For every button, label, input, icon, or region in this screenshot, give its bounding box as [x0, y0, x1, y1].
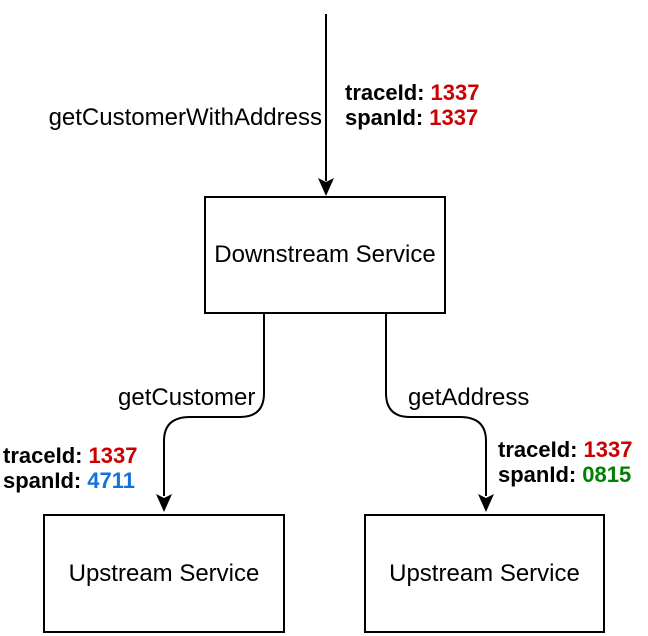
edge-address-line [385, 314, 487, 496]
trace-id-value: 1337 [88, 443, 138, 468]
node-downstream-service-label: Downstream Service [214, 241, 436, 268]
node-downstream-service: Downstream Service [204, 196, 446, 314]
node-upstream-service-left: Upstream Service [43, 514, 285, 633]
edge-label-get-customer-with-address: getCustomerWithAddress [48, 104, 322, 131]
span-id-value: 0815 [582, 462, 632, 487]
annotation-customer-span-line: spanId:4711 [3, 468, 137, 493]
span-id-key: spanId: [345, 105, 424, 130]
trace-id-value: 1337 [583, 437, 633, 462]
annotation-root: traceId:1337 spanId:1337 [345, 80, 479, 130]
span-id-key: spanId: [3, 468, 82, 493]
node-upstream-service-right-label: Upstream Service [389, 559, 580, 587]
trace-id-key: traceId: [498, 437, 578, 462]
annotation-address-trace-line: traceId:1337 [498, 437, 632, 462]
annotation-root-span-line: spanId:1337 [345, 105, 479, 130]
edge-root-arrowhead [318, 178, 334, 196]
annotation-address-span-line: spanId:0815 [498, 462, 632, 487]
edge-label-get-address: getAddress [408, 384, 530, 411]
annotation-address: traceId:1337 spanId:0815 [498, 437, 632, 487]
node-upstream-service-left-label: Upstream Service [68, 559, 260, 587]
span-id-key: spanId: [498, 462, 577, 487]
edge-label-get-customer: getCustomer [118, 384, 256, 411]
trace-id-key: traceId: [345, 80, 425, 105]
edge-customer-arrowhead [156, 494, 172, 512]
span-id-value: 4711 [87, 468, 135, 493]
edge-customer-line [163, 314, 265, 496]
trace-id-value: 1337 [430, 80, 480, 105]
edge-address-arrowhead [478, 494, 494, 512]
annotation-customer: traceId:1337 spanId:4711 [3, 443, 137, 493]
annotation-root-trace-line: traceId:1337 [345, 80, 479, 105]
trace-id-key: traceId: [3, 443, 83, 468]
node-upstream-service-right: Upstream Service [364, 514, 605, 633]
annotation-customer-trace-line: traceId:1337 [3, 443, 137, 468]
span-id-value: 1337 [429, 105, 479, 130]
